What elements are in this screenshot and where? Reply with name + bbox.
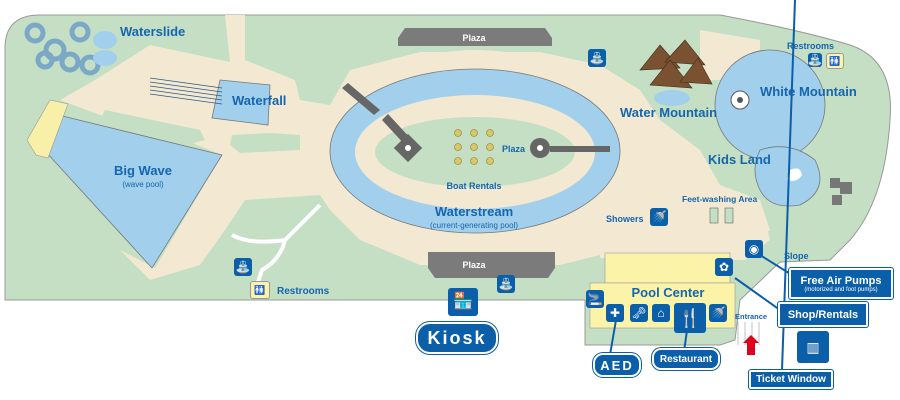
restroom-icon: 🚻 (250, 281, 270, 299)
aed-label: AED (600, 357, 634, 373)
kiosk-label: Kiosk (427, 327, 487, 348)
waterslide-loops (24, 21, 101, 76)
label-slope: Slope (784, 251, 809, 261)
label-entrance: Entrance (735, 312, 767, 321)
boat-rental-boats (454, 129, 494, 165)
label-water-mountain: Water Mountain (620, 105, 717, 120)
first-aid-icon: ✚ (606, 304, 624, 322)
big-wave-beach (26, 99, 69, 159)
label-plaza-top: Plaza (462, 33, 486, 43)
kiosk-icon: 🏪 (448, 288, 478, 316)
plaza-bottom (428, 252, 555, 278)
label-restrooms-top: Restrooms (787, 41, 834, 51)
label-white-mountain: White Mountain (760, 84, 857, 99)
label-showers: Showers (606, 214, 644, 224)
label-waterslide: Waterslide (120, 24, 185, 39)
restroom-icon: 🚻 (826, 53, 844, 69)
water-mountain-rocks (639, 39, 713, 89)
free-air-pumps-button[interactable]: Free Air Pumps(motorized and foot pumps) (789, 268, 893, 299)
center-island (375, 117, 575, 187)
label-plaza-bottom: Plaza (462, 260, 486, 270)
shower-icon: 🚿 (650, 208, 668, 226)
label-waterstream-sub: (current-generating pool) (430, 221, 518, 230)
drinking-fountain-icon: ⛲ (497, 275, 515, 293)
label-big-wave-sub: (wave pool) (122, 180, 164, 189)
drinking-fountain-icon: ⛲ (807, 53, 823, 67)
ticket-window-label: Ticket Window (756, 374, 826, 385)
label-pool-center: Pool Center (632, 285, 705, 300)
aed-button[interactable]: AED (593, 353, 641, 377)
shop-rentals-icon: ✿ (715, 258, 733, 276)
label-waterfall: Waterfall (232, 93, 286, 108)
entrance-arrow (743, 335, 759, 355)
label-kids-land: Kids Land (708, 152, 771, 167)
kids-land-pool (754, 146, 821, 207)
pool-center-building (604, 252, 731, 284)
restaurant-label: Restaurant (659, 353, 713, 365)
shop-rentals-button[interactable]: Shop/Rentals (778, 302, 868, 327)
ticket-window-button[interactable]: Ticket Window (749, 370, 833, 389)
kiosk-button[interactable]: Kiosk (416, 322, 498, 354)
shop-rentals-label: Shop/Rentals (787, 308, 859, 321)
plaza-top (398, 28, 552, 46)
air-pump-icon: ◉ (745, 240, 763, 258)
drinking-fountain-icon: ⛲ (234, 258, 252, 276)
free-air-pumps-label: Free Air Pumps (800, 274, 882, 287)
ticket-window-icon: ▥ (797, 331, 829, 363)
label-feet-washing: Feet-washing Area (682, 194, 758, 204)
waterfall-pool (211, 79, 271, 126)
label-big-wave: Big Wave (114, 163, 172, 178)
label-plaza-center: Plaza (502, 144, 526, 154)
smoking-area-icon: 🚬 (586, 290, 604, 308)
free-air-pumps-sublabel: (motorized and foot pumps) (804, 286, 878, 293)
label-waterstream: Waterstream (435, 204, 513, 219)
shower-icon: 🚿 (709, 304, 727, 322)
lost-and-found-icon: 🗝 (630, 304, 648, 322)
locker-room-icon: ⌂ (652, 304, 670, 322)
drinking-fountain-icon: ⛲ (588, 49, 606, 67)
label-boat-rentals: Boat Rentals (446, 181, 501, 191)
restaurant-button[interactable]: Restaurant (652, 348, 720, 370)
waterfall-stairs (149, 77, 223, 105)
label-restrooms-bottom: Restrooms (277, 286, 330, 297)
restaurant-icon: 🍴 (674, 303, 706, 333)
